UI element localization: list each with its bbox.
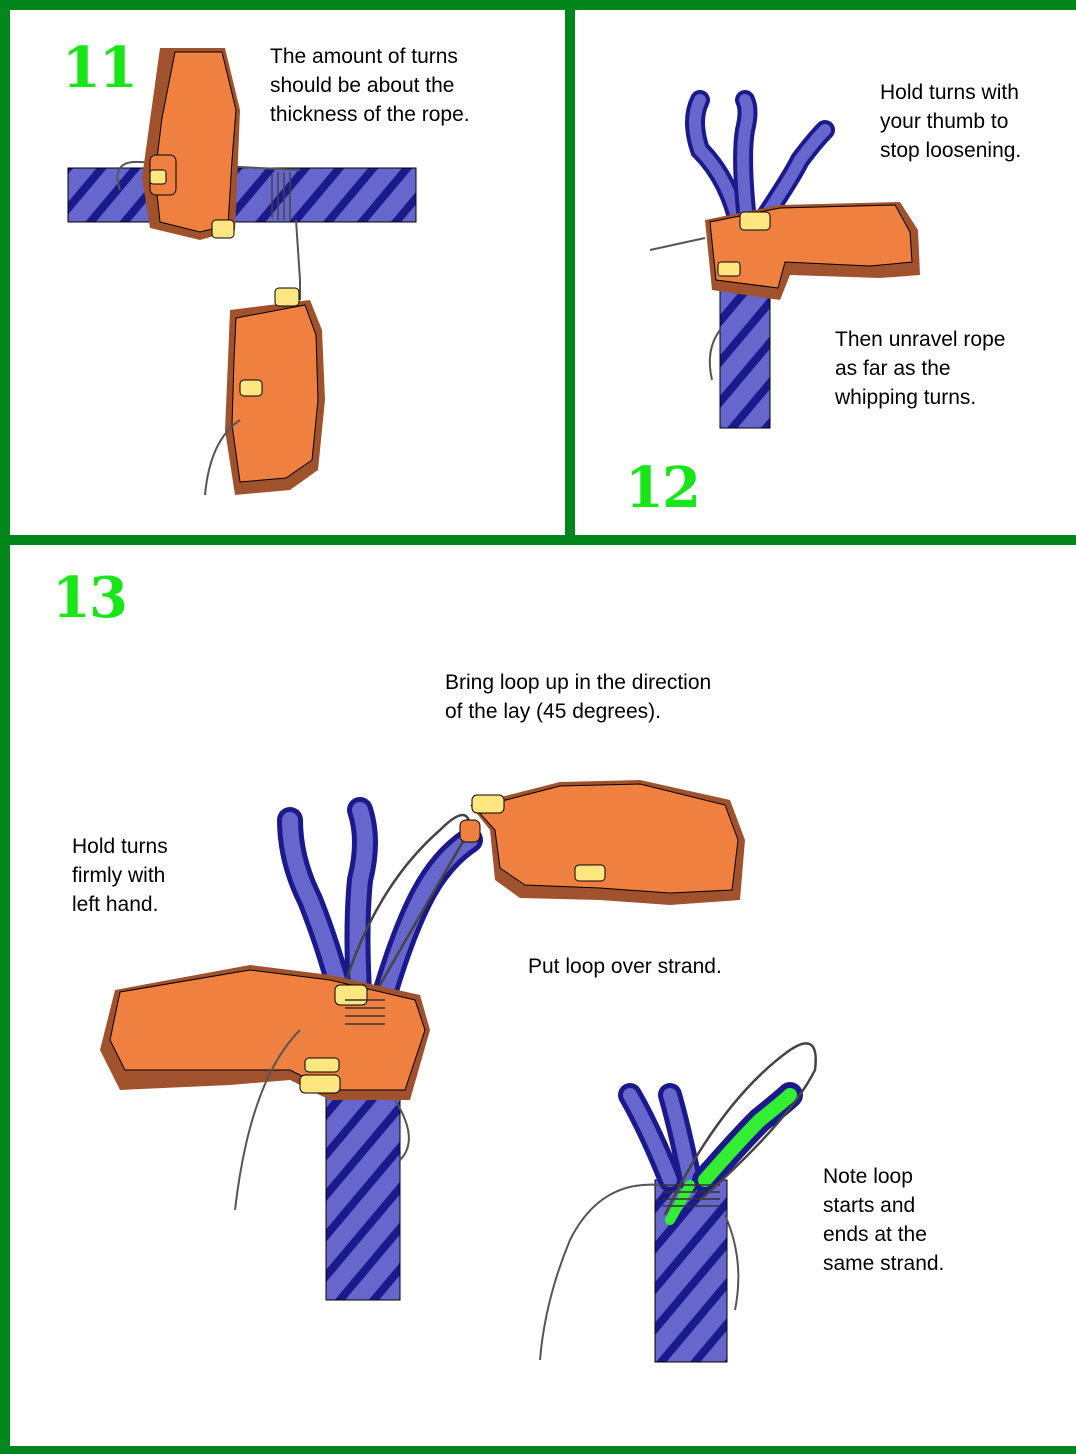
hand-icon	[705, 202, 920, 300]
panel-13-illustration	[100, 780, 816, 1362]
step-number-13: 13	[52, 570, 126, 626]
rope-icon	[720, 280, 770, 428]
panel-13-caption-left: Hold turns firmly with left hand.	[72, 832, 168, 919]
hand-icon	[205, 288, 325, 495]
panel-11-caption: The amount of turns should be about the …	[270, 42, 470, 129]
hand-icon	[460, 780, 745, 905]
hand-icon	[142, 48, 240, 240]
panel-12-caption-bottom: Then unravel rope as far as the whipping…	[835, 325, 1005, 412]
step-number-12: 12	[625, 460, 699, 516]
rope-icon	[655, 1180, 727, 1362]
step-number-11: 11	[62, 40, 136, 96]
panel-13-caption-middle: Put loop over strand.	[528, 952, 722, 981]
panel-13-caption-top: Bring loop up in the direction of the la…	[445, 668, 711, 726]
panel-13-caption-right: Note loop starts and ends at the same st…	[823, 1162, 944, 1278]
panel-12-caption-top: Hold turns with your thumb to stop loose…	[880, 78, 1021, 165]
loop-detail-diagram	[540, 1043, 816, 1362]
rope-icon	[68, 168, 416, 222]
